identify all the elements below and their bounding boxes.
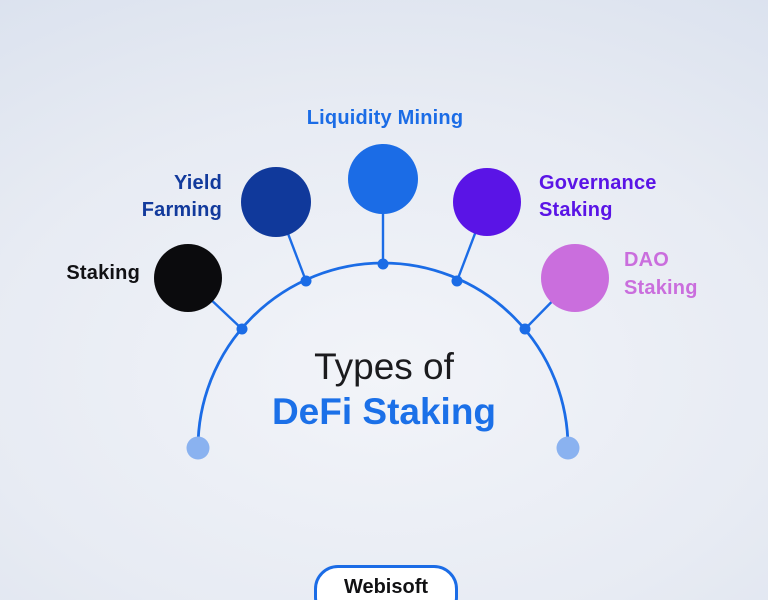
arc-joint-dot-yield-farming: [300, 275, 312, 287]
brand-badge-label: Webisoft: [343, 576, 429, 598]
label-governance-staking: Governance Staking: [539, 170, 709, 224]
label-yield-farming: Yield Farming: [102, 170, 222, 224]
label-staking: Staking: [20, 261, 140, 285]
label-yield-farming-line1: Yield: [173, 172, 222, 194]
node-circle-governance-staking: [453, 168, 521, 236]
arc-endpoint-right: [556, 436, 580, 460]
label-dao-staking-line2: Staking: [624, 277, 698, 299]
arc-endpoint-left: [186, 436, 210, 460]
label-yield-farming-line2: Farming: [141, 199, 222, 221]
node-circle-yield-farming: [241, 167, 311, 237]
page-title: Types of DeFi Staking: [0, 344, 768, 434]
title-line2: DeFi Staking: [271, 391, 497, 432]
node-circle-liquidity-mining: [348, 144, 418, 214]
label-governance-staking-line1: Governance: [539, 172, 657, 194]
arc-joint-dot-dao-staking: [519, 323, 531, 335]
label-liquidity-mining-line1: Liquidity Mining: [306, 107, 464, 129]
node-circle-staking: [154, 244, 222, 312]
label-liquidity-mining: Liquidity Mining: [265, 105, 505, 132]
node-circle-dao-staking: [541, 244, 609, 312]
label-dao-staking-line1: DAO: [624, 249, 670, 271]
title-line1: Types of: [314, 346, 454, 387]
arc-joint-dot-staking: [236, 323, 248, 335]
arc-joint-dot-liquidity-mining: [377, 258, 389, 270]
label-governance-staking-line2: Staking: [539, 199, 613, 221]
label-staking-line1: Staking: [66, 262, 140, 284]
brand-badge: Webisoft: [314, 565, 458, 600]
arc-joint-dot-governance-staking: [451, 275, 463, 287]
label-dao-staking: DAO Staking: [624, 246, 754, 302]
